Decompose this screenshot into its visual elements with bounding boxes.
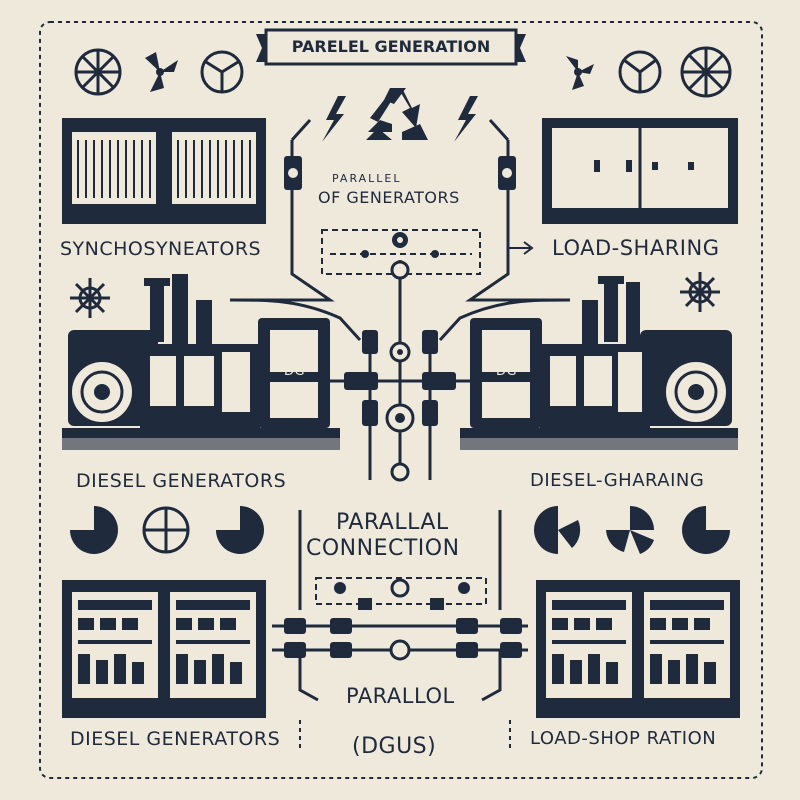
arrow-icon <box>508 241 534 255</box>
label-dg-right: DG <box>496 364 518 379</box>
fan-icon <box>74 48 122 96</box>
label-dg-left: DG <box>284 364 306 379</box>
gear-icon <box>70 278 110 318</box>
pie-icon <box>606 506 654 554</box>
label-parallol: PARALLOL <box>346 684 455 708</box>
label-connection: CONNECTION <box>306 536 460 561</box>
generator-icon <box>62 274 340 450</box>
pie-icon <box>534 506 581 554</box>
label-load-shop: LOAD-SHOP RATION <box>530 728 717 749</box>
label-parallal: PARALLAL <box>336 510 449 535</box>
pie-icon <box>216 506 264 554</box>
generator-icon <box>460 276 738 450</box>
label-diesel-left: DIESEL GENERATORS <box>76 470 287 492</box>
fan-icon <box>566 56 594 90</box>
label-of-generators: OF GENERATORS <box>318 188 460 207</box>
dashed-border <box>39 21 763 779</box>
control-panel-icon <box>536 580 740 718</box>
label-diesel-bottom: DIESEL GENERATORS <box>70 728 281 750</box>
bus-box <box>321 229 481 280</box>
gear-icon <box>680 272 720 312</box>
label-diesel-right: DIESEL-GHARAING <box>530 470 705 491</box>
lightning-icon <box>454 96 478 142</box>
label-parallel-small: PARALLEL <box>332 172 402 185</box>
pie-icon <box>70 506 118 554</box>
pie-icon <box>682 506 730 554</box>
label-load-sharing: LOAD-SHARING <box>552 236 720 260</box>
fan-icon <box>680 46 732 98</box>
control-panel-icon <box>542 118 738 224</box>
title-ribbon <box>256 28 526 66</box>
connection-lines <box>229 118 571 470</box>
pie-icon <box>142 506 190 554</box>
bottom-bus-box <box>284 577 522 661</box>
recycle-icon <box>366 88 428 140</box>
diagram-title: PARELEL GENERATION <box>291 37 491 56</box>
label-dgus: (DGUS) <box>352 734 437 759</box>
title-ribbon-label: PARELEL GENERATION <box>256 28 526 66</box>
fan-icon <box>200 50 244 94</box>
fan-icon <box>618 50 662 94</box>
control-panel-icon <box>62 580 266 718</box>
connector-icon <box>284 156 516 190</box>
switch-icon <box>330 330 470 482</box>
lightning-icon <box>322 96 346 142</box>
label-synchro: SYNCHOSYNEATORS <box>60 238 262 260</box>
control-panel-icon <box>62 118 266 224</box>
fan-icon <box>145 52 178 92</box>
